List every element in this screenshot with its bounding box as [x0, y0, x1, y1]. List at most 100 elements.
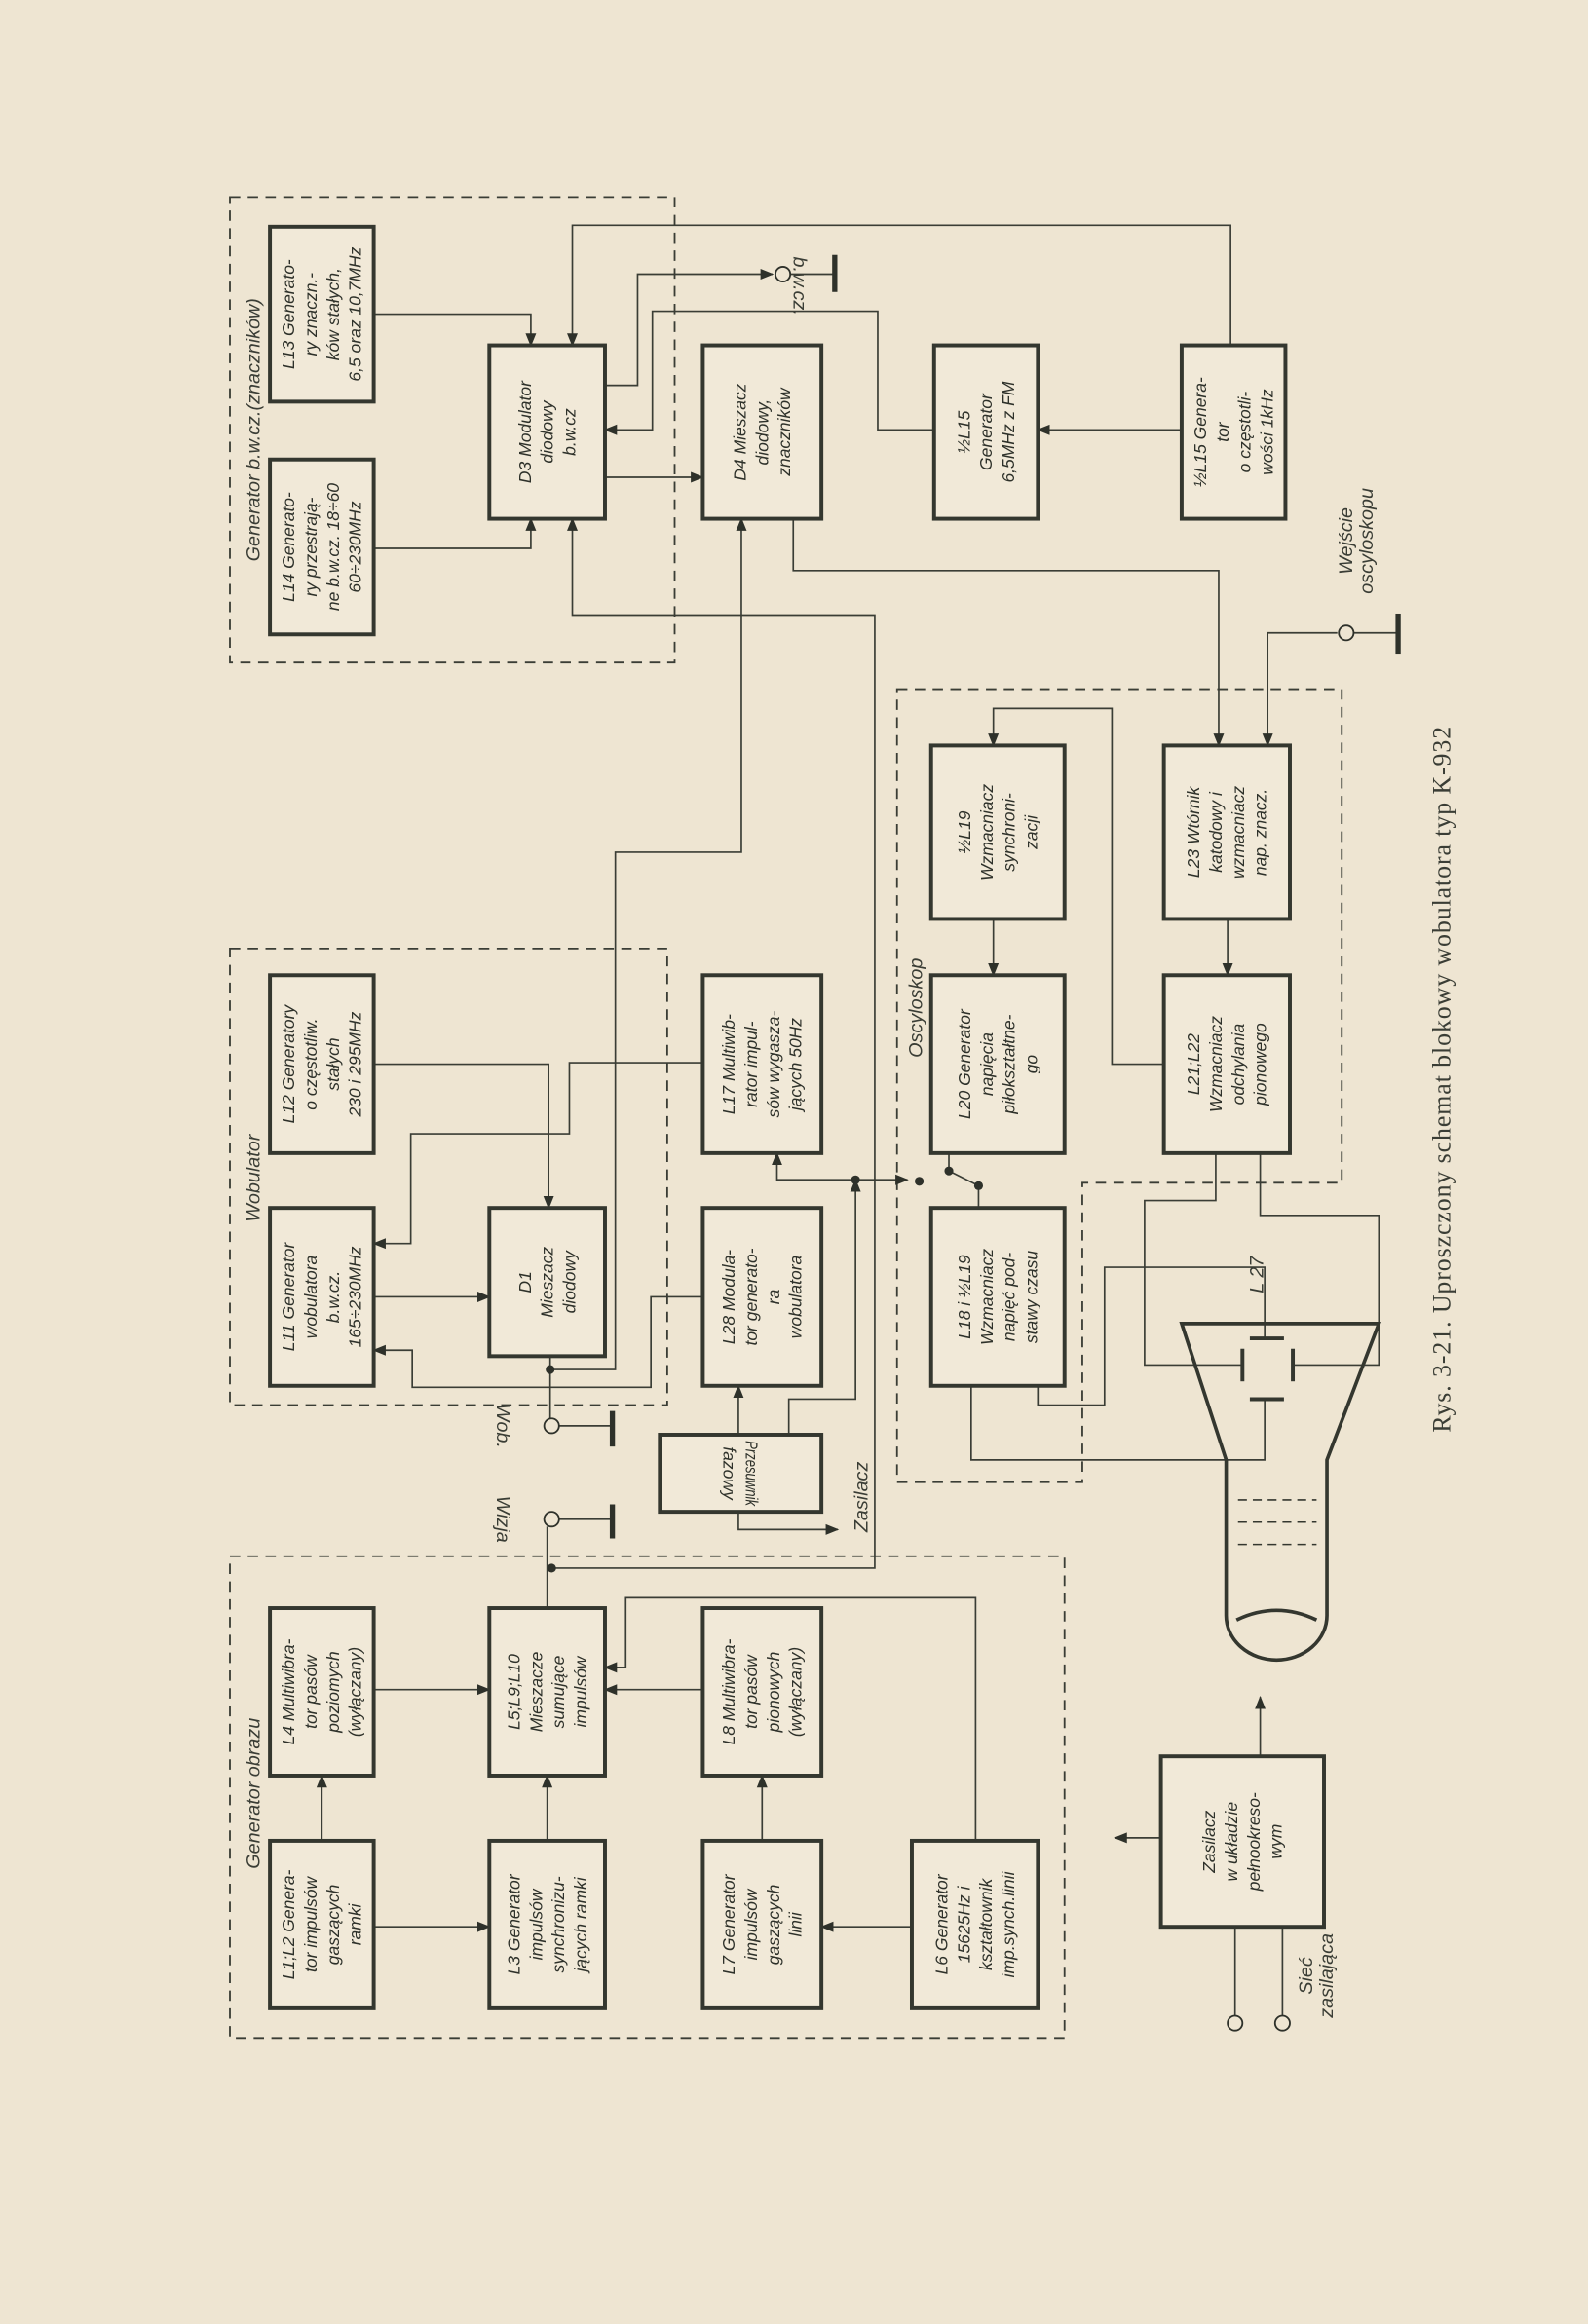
signal-wire [970, 1385, 1266, 1461]
block-label-line: odchylania [1229, 1024, 1248, 1106]
block-label-line: jących 50Hz [786, 1018, 806, 1112]
block-label-line: ry przestrają- [301, 497, 321, 596]
block-label-line: L8 Multiwibra- [719, 1638, 738, 1744]
block-frame [268, 1206, 376, 1388]
block-label-line: L18 i ½L19 [955, 1255, 974, 1339]
label-wizja: Wizja [492, 1496, 513, 1543]
block-label-line: Zasilacz [1199, 1810, 1219, 1873]
block-label-line: Przesuwnik [742, 1441, 762, 1507]
block-label-line: L21;L22 [1184, 1033, 1203, 1095]
signal-wire [567, 224, 1231, 347]
block-label-line: o częstotliw. [301, 1018, 321, 1109]
block-label-line: L6 Generator [931, 1873, 951, 1974]
block-label-line: L20 Generator [955, 1008, 974, 1119]
block-frame [1179, 343, 1288, 521]
label-l27: L 27 [1247, 1256, 1268, 1293]
block-frame [700, 343, 824, 521]
block-frame [658, 1433, 824, 1515]
block-label-line: synchroni- [1000, 793, 1019, 872]
block-label-line: D3 Modulator [515, 380, 535, 483]
block-l14: L14 Generato-ry przestrają-ne b.w.cz. 18… [268, 457, 376, 637]
signal-wire [549, 517, 747, 1370]
terminal-wob[interactable] [543, 1410, 616, 1447]
block-label-line: imp.synch.linii [999, 1870, 1018, 1977]
block-label-line: wzmacniacz [1229, 786, 1248, 879]
signal-wire [787, 1178, 861, 1435]
block-frame [931, 343, 1040, 521]
signal-wire [551, 517, 876, 1569]
mains-socket-icon[interactable] [1273, 2014, 1291, 2032]
terminal-bwcz[interactable] [775, 254, 838, 292]
block-label-line: L3 Generator [504, 1873, 523, 1974]
block-label-line: wobulatora [301, 1255, 321, 1338]
block-label-line: tor pasów [301, 1654, 321, 1729]
group-frame-oscyloskop [895, 688, 1343, 1483]
mains-socket-icon[interactable] [1227, 2014, 1244, 2032]
block-frame [268, 1838, 376, 2010]
signal-wire [603, 310, 934, 435]
block-frame [268, 973, 376, 1155]
block-frame [909, 1838, 1040, 2010]
block-label-line: L11 Generator [279, 1242, 298, 1352]
block-label-line: o częstotli- [1235, 392, 1255, 473]
block-label-line: D1 [515, 1271, 535, 1293]
block-label-line: piłokształtne- [1000, 1014, 1019, 1114]
block-label-line: sów wygasza- [764, 1010, 783, 1117]
block-label-line: w układzie [1222, 1802, 1241, 1882]
block-label-line: wobulatora [786, 1255, 806, 1338]
block-frame [268, 457, 376, 637]
label-wob: Wob. [492, 1404, 513, 1448]
block-frame [487, 343, 607, 521]
group-label-generator-obrazu: Generator obrazu [243, 1718, 264, 1869]
block-frame [700, 973, 824, 1155]
block-label-line: wości 1kHz [1258, 389, 1277, 475]
junction-dot [973, 1181, 984, 1190]
signal-wire [372, 1062, 703, 1250]
block-l13: L13 Generato-ry znaczn.-ków stałych,6,5 … [268, 224, 376, 404]
block-label-line: ½L15 [954, 410, 973, 453]
block-l17: L17 Multiwib-rator impul-sów wygasza-jąc… [700, 973, 824, 1155]
block-label-line: D4 Mieszacz [731, 383, 750, 480]
block-frame [928, 1206, 1067, 1388]
block-label-line: b.w.cz [560, 408, 580, 456]
block-label-line: jących ramki [571, 1876, 590, 1973]
block-label-line: b.w.cz. [323, 1271, 343, 1323]
block-frame [1161, 973, 1292, 1155]
signal-wire [373, 313, 537, 347]
terminal-wejscie-oscyloskopu[interactable] [1338, 613, 1401, 655]
block-label-line: Wzmacniacz [1206, 1016, 1226, 1112]
label-zasilajaca: zasilająca [1316, 1933, 1338, 2019]
terminal-socket-icon [543, 1417, 560, 1435]
junction-dot [547, 1563, 556, 1573]
block-frame [487, 1606, 607, 1778]
block-label-line: 230 i 295MHz [346, 1011, 365, 1117]
block-frame [928, 973, 1067, 1155]
block-label-line: L14 Generato- [279, 492, 298, 602]
block-label-line: impulsów [526, 1888, 546, 1960]
signal-wire [988, 707, 1164, 1066]
block-label-line: go [1022, 1055, 1041, 1074]
block-frame [700, 1838, 824, 2010]
group-frame-generator-obrazu [229, 1555, 1066, 2040]
block-label-line: Generator [976, 393, 996, 470]
block-label-line: L4 Multiwibra- [279, 1638, 298, 1744]
block-label-line: synchronizu- [548, 1876, 568, 1972]
block-label-line: 6,5 oraz 10,7MHz [346, 246, 365, 381]
block-label-line: ry znaczn.- [301, 273, 321, 356]
terminal-wizja[interactable] [543, 1504, 616, 1539]
block-label-line: diodowy [560, 1250, 580, 1313]
